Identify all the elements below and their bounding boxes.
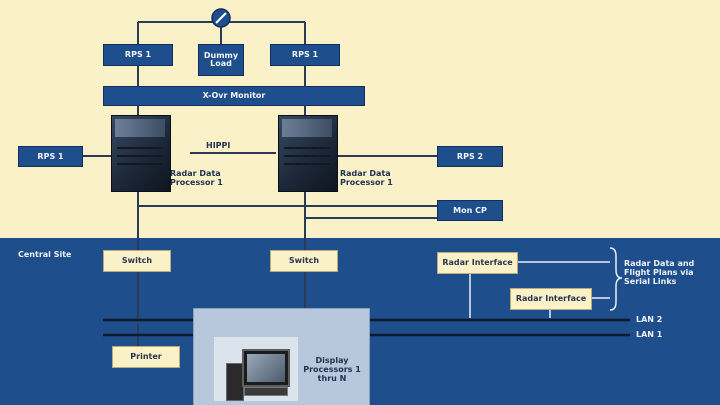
printer-box: Printer: [112, 346, 180, 368]
radar-interface-bottom-label: Radar Interface: [515, 294, 587, 303]
xover-monitor-label: X-Ovr Monitor: [202, 91, 266, 100]
antenna-switch-icon: [211, 8, 231, 28]
radar-interface-top-box: Radar Interface: [437, 252, 518, 274]
switch-left-label: Switch: [121, 256, 153, 265]
mon-cp-box: Mon CP: [437, 200, 503, 221]
rps-left-box: RPS 1: [103, 44, 173, 66]
dummy-load-box: Dummy Load: [198, 44, 244, 76]
display-processors-panel: Display Processors 1 thru N: [193, 308, 370, 405]
radar-interface-bottom-box: Radar Interface: [510, 288, 592, 310]
rps-left-side-box: RPS 1: [18, 146, 83, 167]
rdp-left-label: Radar Data Processor 1: [170, 169, 223, 187]
printer-label: Printer: [130, 352, 162, 361]
switch-left-box: Switch: [103, 250, 171, 272]
serial-links-label: Radar Data and Flight Plans via Serial L…: [624, 259, 695, 286]
serial-links-brace: [609, 247, 623, 311]
mon-cp-label: Mon CP: [453, 205, 487, 215]
lan2-label: LAN 2: [636, 315, 663, 324]
hippi-label: HIPPI: [206, 141, 231, 150]
xover-monitor-box: X-Ovr Monitor: [103, 86, 365, 106]
rps-right-side-label: RPS 2: [456, 151, 484, 161]
radar-interface-top-label: Radar Interface: [442, 258, 513, 267]
display-processors-label: Display Processors 1 thru N: [303, 356, 361, 383]
rps-left-label: RPS 1: [124, 50, 152, 59]
switch-right-box: Switch: [270, 250, 338, 272]
rps-left-side-label: RPS 1: [37, 151, 64, 161]
switch-right-label: Switch: [288, 256, 320, 265]
radar-data-processor-left-icon: [111, 115, 171, 192]
dummy-load-label: Dummy Load: [203, 51, 239, 68]
lan1-label: LAN 1: [636, 330, 663, 339]
workstation-icon: [214, 337, 298, 401]
central-site-label: Central Site: [18, 250, 72, 259]
rps-right-box: RPS 1: [270, 44, 340, 66]
radar-data-processor-right-icon: [278, 115, 338, 192]
rdp-right-label: Radar Data Processor 1: [340, 169, 393, 187]
rps-right-side-box: RPS 2: [437, 146, 503, 167]
rps-right-label: RPS 1: [291, 50, 319, 59]
